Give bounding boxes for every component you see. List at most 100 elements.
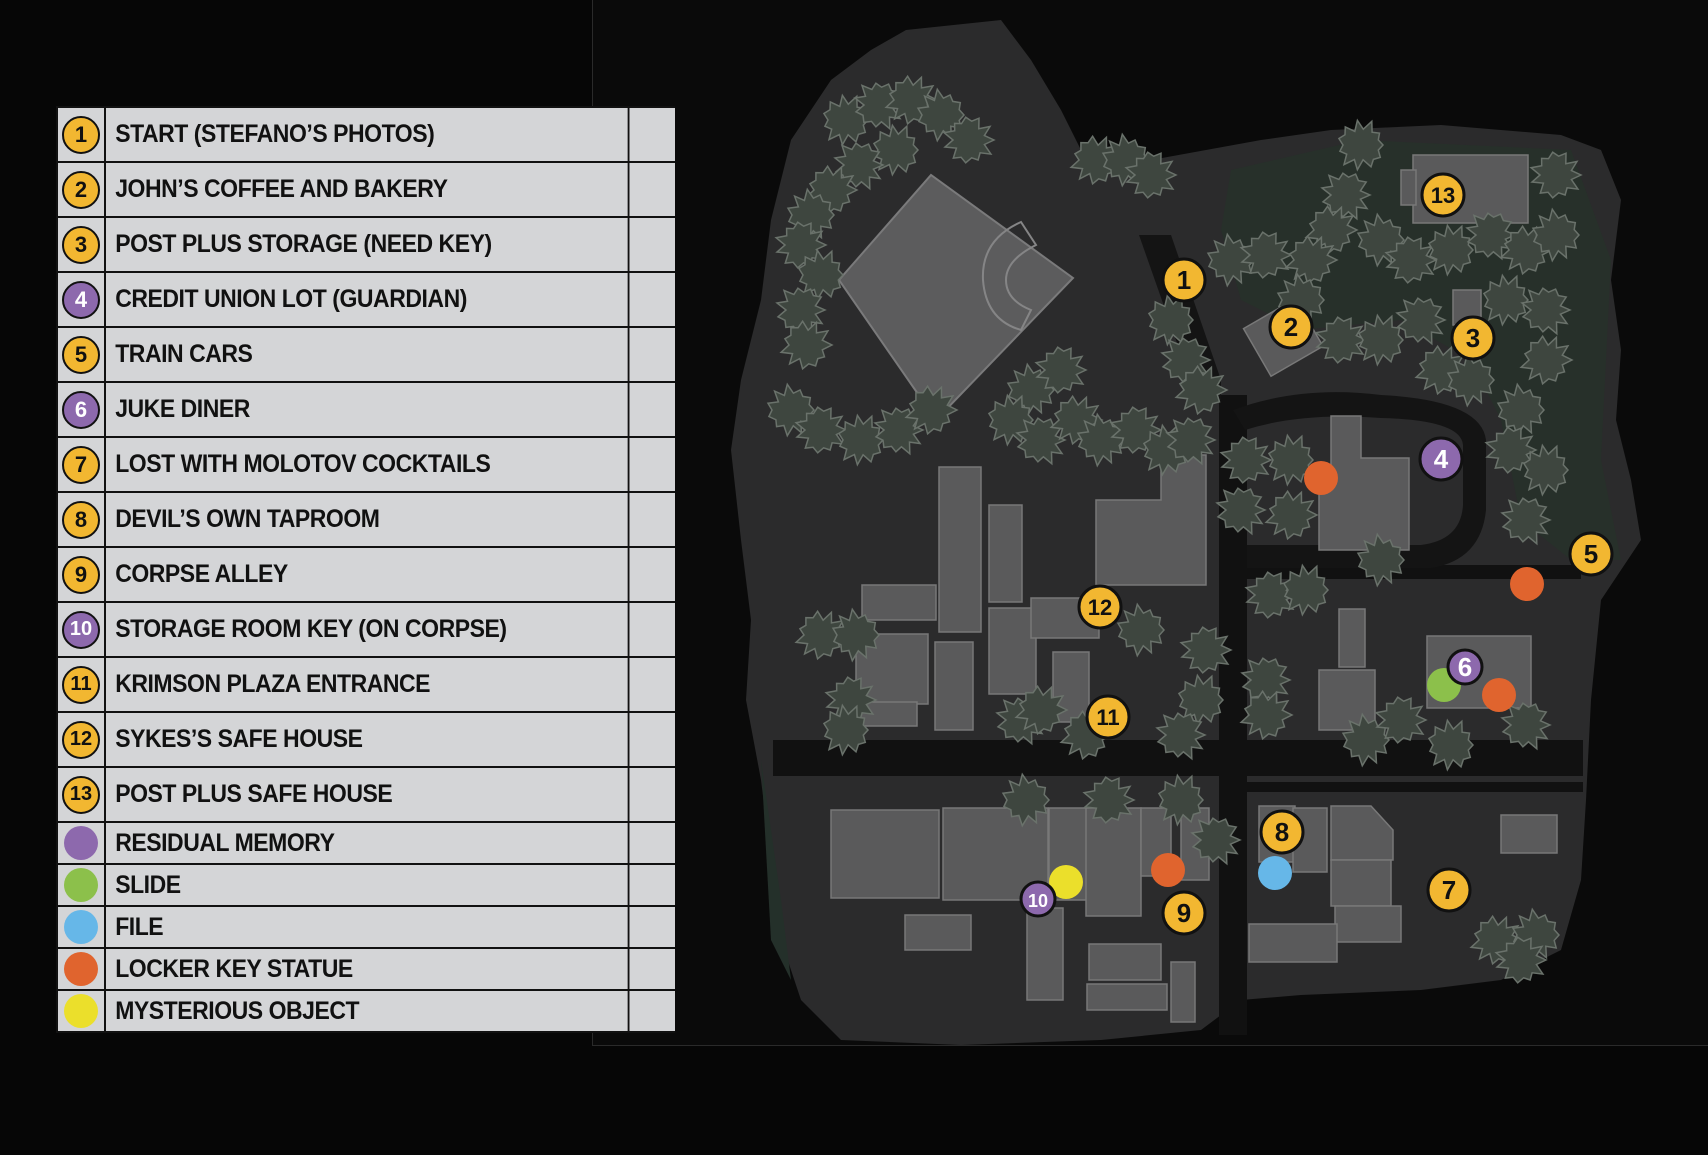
location-marker-12[interactable]: 12 <box>1077 584 1123 630</box>
location-marker-3[interactable]: 3 <box>1450 315 1496 361</box>
legend-label: JUKE DINER <box>106 383 630 436</box>
location-marker-5[interactable]: 5 <box>1568 531 1614 577</box>
legend-badge-cell: 7 <box>56 438 106 491</box>
tree-shape <box>1520 287 1572 336</box>
legend-label: STORAGE ROOM KEY (ON CORPSE) <box>106 603 630 656</box>
tree-shape <box>1219 436 1273 484</box>
legend-badge-cell: 9 <box>56 548 106 601</box>
marker-number: 3 <box>1466 323 1480 353</box>
legend-label: SLIDE <box>106 865 630 905</box>
baseball-field <box>837 173 1075 422</box>
legend-row-collectible: SLIDE <box>56 865 675 907</box>
tree-shape <box>1215 487 1267 536</box>
road-curve <box>1233 392 1486 568</box>
location-marker-4[interactable]: 4 <box>1418 436 1464 482</box>
legend-label: START (STEFANO’S PHOTOS) <box>106 108 630 161</box>
location-number-badge: 2 <box>62 170 100 209</box>
collectible-dot-icon <box>64 868 98 902</box>
location-marker-6[interactable]: 6 <box>1446 648 1484 686</box>
legend-row-collectible: RESIDUAL MEMORY <box>56 823 675 865</box>
tree-shape <box>1239 231 1293 279</box>
location-number-badge: 6 <box>62 390 100 429</box>
location-marker-13[interactable]: 13 <box>1420 172 1466 218</box>
marker-circle <box>1450 315 1496 361</box>
location-marker-9[interactable]: 9 <box>1161 890 1207 936</box>
locker-key-statue-marker[interactable] <box>1482 678 1516 712</box>
legend-row-collectible: MYSTERIOUS OBJECT <box>56 991 675 1033</box>
location-marker-1[interactable]: 1 <box>1161 257 1207 303</box>
location-marker-8[interactable]: 8 <box>1259 809 1305 855</box>
legend-label: FILE <box>106 907 630 947</box>
tree-shape <box>1500 702 1552 751</box>
tree-shape <box>1356 212 1406 268</box>
tree-shape <box>1155 712 1207 761</box>
legend-badge-cell: 1 <box>56 108 106 161</box>
marker-circle <box>1426 867 1472 913</box>
tree-shape <box>1446 352 1496 408</box>
tree-shape <box>794 406 848 454</box>
marker-circle <box>1418 436 1464 482</box>
legend-badge-cell: 6 <box>56 383 106 436</box>
tree-cluster <box>766 74 1583 984</box>
tree-shape <box>797 248 845 302</box>
locker-key-statue-marker[interactable] <box>1304 461 1338 495</box>
location-marker-11[interactable]: 11 <box>1085 694 1131 740</box>
legend-label: RESIDUAL MEMORY <box>106 823 630 863</box>
legend-label: SYKES’S SAFE HOUSE <box>106 713 630 766</box>
marker-circle <box>1268 304 1314 350</box>
location-marker-2[interactable]: 2 <box>1268 304 1314 350</box>
marker-circle <box>1077 584 1123 630</box>
legend-label: MYSTERIOUS OBJECT <box>106 991 630 1031</box>
marker-circle <box>1161 257 1207 303</box>
legend-label: POST PLUS SAFE HOUSE <box>106 768 630 821</box>
tree-shape <box>1177 673 1225 727</box>
tree-shape <box>1494 936 1548 984</box>
tree-shape <box>1157 773 1205 827</box>
legend-dot-cell <box>56 991 106 1031</box>
tree-shape <box>1320 172 1372 221</box>
file-marker[interactable] <box>1258 856 1292 890</box>
tree-shape <box>1482 273 1530 327</box>
location-number-badge: 10 <box>62 610 100 649</box>
locker-key-statue-marker[interactable] <box>1151 853 1185 887</box>
tree-shape <box>1356 532 1406 588</box>
location-marker-7[interactable]: 7 <box>1426 867 1472 913</box>
location-number-badge: 1 <box>62 115 100 154</box>
location-number-badge: 5 <box>62 335 100 374</box>
location-number-badge: 11 <box>62 665 100 704</box>
location-number-badge: 7 <box>62 445 100 484</box>
tree-shape <box>779 319 834 371</box>
legend-label: CORPSE ALLEY <box>106 548 630 601</box>
legend-row-collectible: LOCKER KEY STATUE <box>56 949 675 991</box>
marker-number: 7 <box>1442 875 1456 905</box>
marker-number: 12 <box>1088 595 1112 620</box>
tree-shape <box>822 703 870 757</box>
locker-key-statue-marker[interactable] <box>1510 567 1544 601</box>
legend-label: LOST WITH MOLOTOV COCKTAILS <box>106 438 630 491</box>
tree-shape <box>1069 134 1124 186</box>
tree-shape <box>831 607 881 663</box>
collectible-dot-icon <box>64 910 98 944</box>
tree-shape <box>1484 426 1538 474</box>
collectible-dot-icon <box>64 952 98 986</box>
tree-shape <box>837 413 885 467</box>
marker-circle <box>1420 172 1466 218</box>
marker-circle <box>1019 880 1057 918</box>
marker-number: 6 <box>1458 652 1472 682</box>
mysterious-object-marker[interactable] <box>1049 865 1083 899</box>
legend-badge-cell: 4 <box>56 273 106 326</box>
tree-shape <box>1174 364 1229 416</box>
location-marker-10[interactable]: 10 <box>1019 880 1057 918</box>
legend-dot-cell <box>56 865 106 905</box>
marker-circle <box>1085 694 1131 740</box>
legend-dot-cell <box>56 823 106 863</box>
legend-badge-cell: 13 <box>56 768 106 821</box>
